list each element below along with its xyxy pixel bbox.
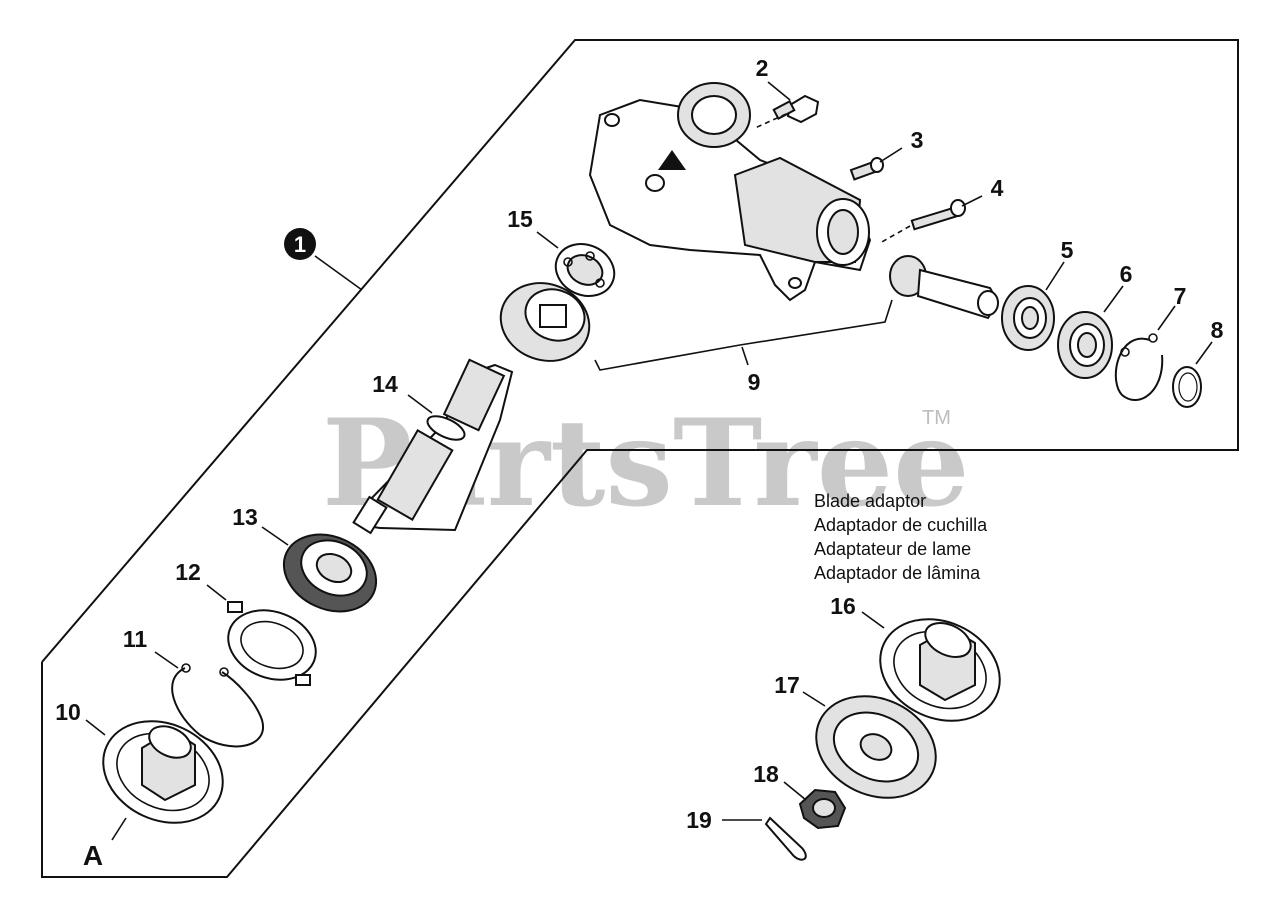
leader-16 <box>861 611 885 629</box>
watermark-trademark: TM <box>922 407 951 429</box>
bevel-gear-large[interactable] <box>490 271 601 373</box>
leader-13 <box>261 526 289 546</box>
part-number-5[interactable]: 5 <box>1061 237 1074 263</box>
leader-2 <box>767 81 791 101</box>
snap-ring-7[interactable] <box>1114 333 1164 401</box>
pinion-gear-shaft[interactable] <box>889 255 1000 320</box>
leader-3 <box>879 147 903 163</box>
bearing-6[interactable] <box>1057 311 1113 379</box>
assembly-outline <box>41 39 1239 878</box>
leader-9 <box>741 346 749 366</box>
leader-14 <box>407 394 433 414</box>
leader-6 <box>1103 285 1124 313</box>
snap-ring-8[interactable] <box>1172 366 1202 408</box>
bolt-4-path <box>879 225 911 244</box>
part-9-bracket <box>594 299 893 371</box>
leader-18 <box>783 781 807 801</box>
part-number-12[interactable]: 12 <box>175 559 201 585</box>
part-number-3[interactable]: 3 <box>911 127 924 153</box>
part-number-15[interactable]: 15 <box>507 206 533 232</box>
bolt-4[interactable] <box>910 199 966 231</box>
snap-ring-11[interactable] <box>171 663 265 748</box>
caption-line-3: Adaptateur de lame <box>814 539 971 559</box>
leader-7 <box>1157 305 1176 331</box>
leader-17 <box>802 691 826 707</box>
part-number-11[interactable]: 11 <box>123 626 148 652</box>
gear-housing[interactable] <box>588 82 872 302</box>
bearing-15[interactable] <box>547 235 623 306</box>
part-number-4[interactable]: 4 <box>991 175 1004 201</box>
holder-16[interactable] <box>864 600 1017 739</box>
assembly-callout-number: 1 <box>294 232 306 257</box>
bolt-2[interactable] <box>772 94 820 124</box>
part-number-8[interactable]: 8 <box>1211 317 1224 343</box>
leader-5 <box>1045 261 1065 291</box>
leader-10 <box>85 719 106 736</box>
leader-8 <box>1195 341 1213 365</box>
assembly-leader <box>314 255 363 291</box>
leader-4 <box>961 195 983 207</box>
caption-line-4: Adaptador de lâmina <box>814 563 981 583</box>
holder-10[interactable] <box>87 702 240 841</box>
bearing-5[interactable] <box>1001 285 1055 351</box>
part-number-13[interactable]: 13 <box>232 504 258 530</box>
leader-a <box>111 817 127 841</box>
leader-15 <box>536 231 559 249</box>
part-number-19[interactable]: 19 <box>686 807 712 833</box>
caption-line-1: Blade adaptor <box>814 491 926 511</box>
detail-marker-a: A <box>83 840 103 871</box>
part-number-2[interactable]: 2 <box>756 55 769 81</box>
part-number-9[interactable]: 9 <box>748 369 761 395</box>
leader-12 <box>206 584 227 601</box>
washer-12[interactable] <box>218 599 325 692</box>
part-number-17[interactable]: 17 <box>774 672 800 698</box>
part-number-10[interactable]: 10 <box>55 699 81 725</box>
caption-line-2: Adaptador de cuchilla <box>814 515 988 535</box>
part-number-7[interactable]: 7 <box>1174 283 1187 309</box>
part-number-6[interactable]: 6 <box>1120 261 1133 287</box>
cotter-pin-19[interactable] <box>764 816 807 861</box>
assembly-callout[interactable]: 1 <box>284 228 316 260</box>
shaft-14[interactable] <box>352 358 514 535</box>
bolt-2-path <box>754 113 787 129</box>
nut-18[interactable] <box>798 788 847 830</box>
leader-11 <box>154 651 179 669</box>
part-number-18[interactable]: 18 <box>753 761 779 787</box>
washer-17[interactable] <box>800 677 953 816</box>
part-number-14[interactable]: 14 <box>372 371 398 397</box>
bolt-3[interactable] <box>849 157 884 181</box>
bearing-13[interactable] <box>271 520 388 626</box>
part-number-16[interactable]: 16 <box>830 593 856 619</box>
